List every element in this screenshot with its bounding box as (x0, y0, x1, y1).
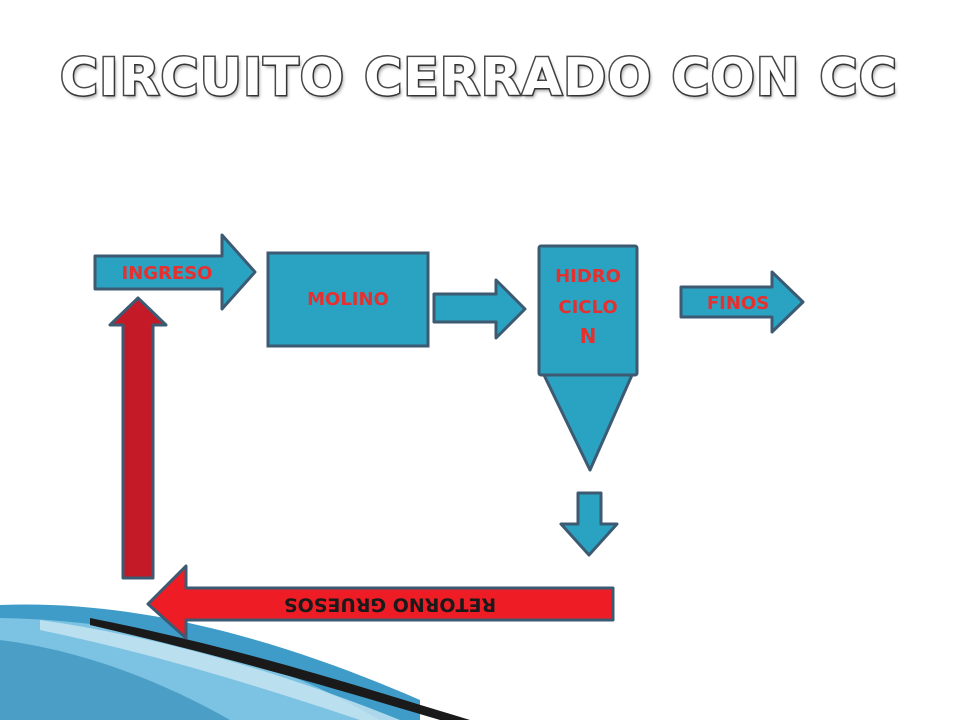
flow-arrow-molino-to-hidrociclon (432, 278, 527, 340)
ingreso-arrow: INGRESO (93, 233, 257, 311)
slide-title: CIRCUITO CERRADO CON CC (59, 47, 899, 110)
corner-decoration (0, 604, 470, 720)
hidrociclon-block: HIDRO CICLO N (537, 244, 639, 472)
hidrociclon-label-line1: HIDRO (555, 266, 621, 287)
ingreso-label: INGRESO (122, 263, 213, 284)
retorno-gruesos-label: RETORNO GRUESOS (284, 594, 496, 616)
hidrociclon-label-line3: N (580, 324, 597, 348)
retorno-vertical-arrow (108, 296, 168, 580)
retorno-gruesos-arrow: RETORNO GRUESOS (146, 564, 615, 640)
finos-arrow: FINOS (679, 270, 805, 334)
hidrociclon-label-line2: CICLO (558, 297, 617, 318)
molino-block: MOLINO (266, 251, 430, 348)
finos-label: FINOS (707, 293, 769, 314)
molino-label: MOLINO (307, 289, 389, 310)
flow-arrow-down (559, 491, 619, 557)
